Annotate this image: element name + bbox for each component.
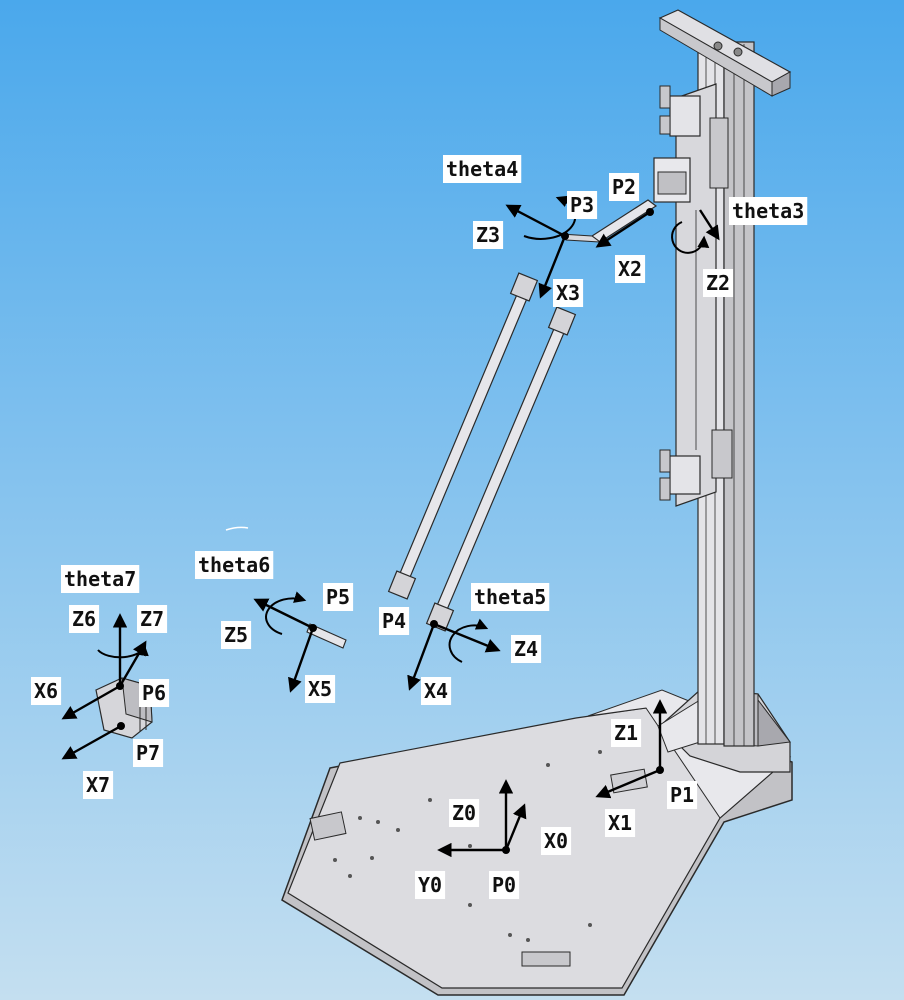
label-y0: Y0: [418, 873, 442, 897]
parallel-rod-right: [425, 306, 577, 632]
axis-z2-arrow: [698, 209, 720, 241]
label-background: [421, 677, 452, 705]
frame-labels: P0 X0 Y0 Z0 P1 X1 Z1 P2 X2 Z2 theta3 P3 …: [31, 155, 808, 899]
joint-points: [116, 208, 664, 854]
axis-z5-arrow: [253, 598, 314, 630]
label-background: [305, 675, 336, 703]
label-background: [667, 781, 698, 809]
label-theta5: theta5: [474, 585, 546, 609]
label-p3: P3: [570, 193, 594, 217]
label-background: [195, 551, 274, 579]
joint-point-p7: [117, 722, 125, 730]
label-background: [511, 635, 542, 663]
theta5-rotation-arc: [448, 618, 489, 663]
label-background: [139, 679, 170, 707]
joint-point-p5: [309, 624, 317, 632]
label-background: [605, 809, 636, 837]
joint-point-p2: [646, 208, 654, 216]
label-theta7: theta7: [64, 567, 136, 591]
label-background: [473, 221, 504, 249]
label-x7: X7: [86, 773, 110, 797]
label-background: [323, 583, 354, 611]
theta3-rotation-arc: [671, 221, 710, 254]
label-theta6: theta6: [198, 553, 270, 577]
label-background: [449, 799, 480, 827]
label-z5: Z5: [224, 623, 248, 647]
axis-x6-arrow: [61, 684, 121, 720]
label-background: [703, 269, 734, 297]
label-z2: Z2: [706, 271, 730, 295]
theta6-rotation-arc: [265, 591, 307, 635]
label-p5: P5: [326, 585, 350, 609]
label-background: [443, 155, 522, 183]
wrist-shaft: [225, 526, 347, 649]
label-z7: Z7: [140, 607, 164, 631]
slider-carriage: [653, 83, 733, 507]
axis-x5-arrow: [288, 627, 315, 693]
axis-x2-arrow: [595, 210, 651, 248]
label-background: [69, 605, 100, 633]
axis-x0-arrow: [504, 803, 527, 851]
axis-x3-arrow: [538, 235, 567, 299]
joint-point-p0: [502, 846, 510, 854]
theta7-rotation-arc: [97, 643, 149, 659]
axis-x7-arrow: [61, 724, 122, 760]
label-p2: P2: [612, 175, 636, 199]
rotation-arcs: [97, 195, 710, 663]
label-x4: X4: [424, 679, 448, 703]
label-background: [61, 565, 140, 593]
joint-point-p1: [656, 766, 664, 774]
label-background: [133, 739, 164, 767]
label-background: [31, 677, 62, 705]
label-background: [379, 607, 410, 635]
label-background: [729, 197, 808, 225]
label-background: [609, 173, 640, 201]
label-theta4: theta4: [446, 157, 518, 181]
label-z3: Z3: [476, 223, 500, 247]
label-x0: X0: [544, 829, 568, 853]
coordinate-axes: [61, 204, 720, 858]
label-x1: X1: [608, 811, 632, 835]
label-background: [471, 583, 550, 611]
label-background: [567, 191, 598, 219]
axis-x1-arrow: [595, 768, 661, 799]
joint-point-p6: [116, 682, 124, 690]
label-z4: Z4: [514, 637, 538, 661]
label-background: [553, 279, 584, 307]
axis-z3-arrow: [505, 204, 566, 238]
label-background: [541, 827, 572, 855]
label-background: [615, 255, 646, 283]
label-x5: X5: [308, 677, 332, 701]
label-background: [83, 771, 114, 799]
label-theta3: theta3: [732, 199, 804, 223]
base-plate: [281, 689, 793, 996]
axis-z4-arrow: [433, 622, 501, 653]
label-z0: Z0: [452, 801, 476, 825]
label-p7: P7: [136, 741, 160, 765]
label-p6: P6: [142, 681, 166, 705]
label-background: [611, 719, 642, 747]
label-p0: P0: [492, 873, 516, 897]
label-z6: Z6: [72, 607, 96, 631]
label-background: [221, 621, 252, 649]
axis-x4-arrow: [407, 623, 436, 691]
label-background: [415, 871, 446, 899]
label-x3: X3: [556, 281, 580, 305]
label-x6: X6: [34, 679, 58, 703]
label-p1: P1: [670, 783, 694, 807]
joint-point-p4: [430, 620, 438, 628]
label-z1: Z1: [614, 721, 638, 745]
label-p4: P4: [382, 609, 406, 633]
label-x2: X2: [618, 257, 642, 281]
parallel-rod-left: [387, 272, 539, 600]
label-background: [489, 871, 520, 899]
label-background: [137, 605, 168, 633]
joint-point-p3: [561, 232, 569, 240]
